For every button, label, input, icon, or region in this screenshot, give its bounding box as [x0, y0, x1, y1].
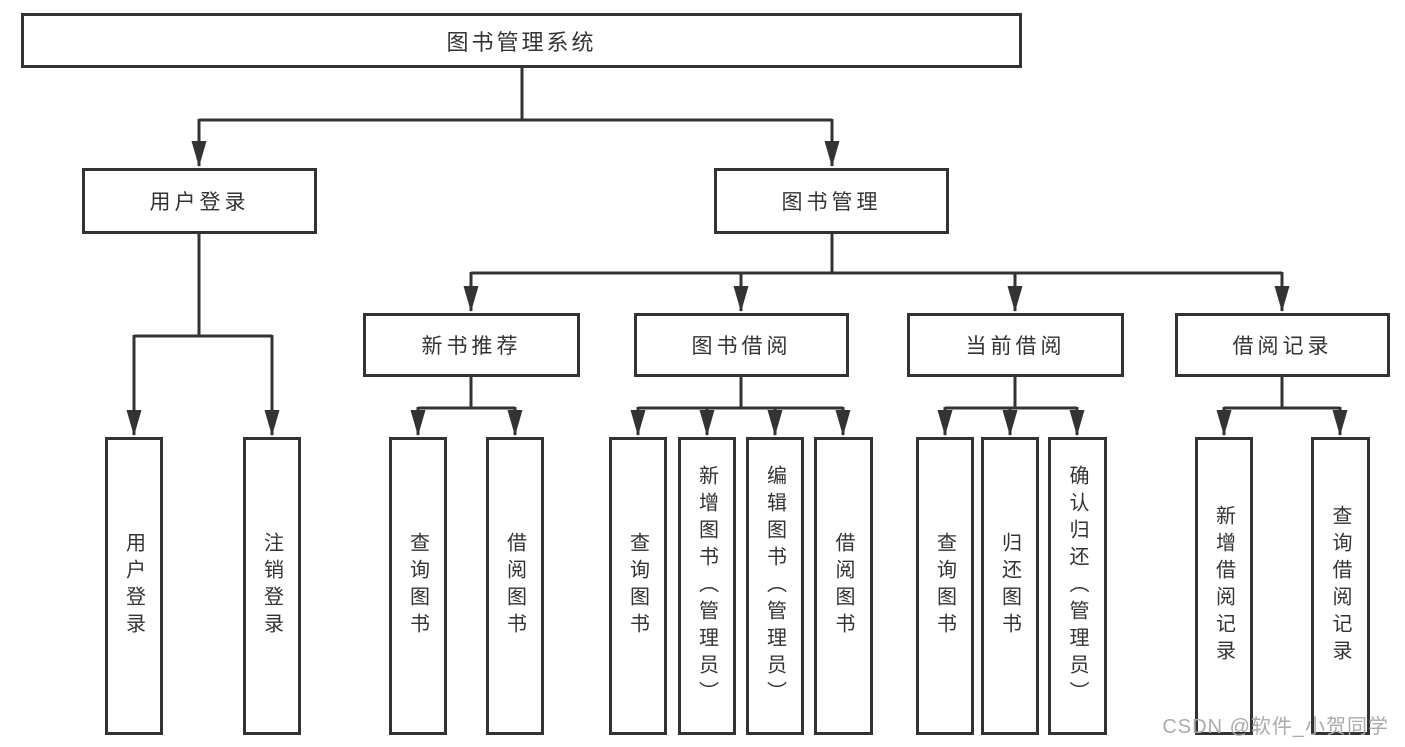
connector-new-book-rec-branch [410, 377, 523, 436]
node-new-book-rec: 新书推荐 [363, 313, 580, 377]
connector-current-borrow-branch [937, 377, 1085, 436]
connector-book-borrow-branch [630, 377, 851, 436]
leaf-cb-query-books-label: 查询图书 [933, 532, 956, 640]
leaf-logout: 注销登录 [243, 437, 301, 735]
node-current-borrow-label: 当前借阅 [965, 335, 1066, 358]
node-current-borrow: 当前借阅 [907, 313, 1124, 377]
node-borrow-record-label: 借阅记录 [1232, 335, 1333, 358]
leaf-br-query-record-label: 查询借阅记录 [1329, 505, 1351, 667]
node-root-label: 图书管理系统 [446, 29, 597, 55]
leaf-bb-add-books-admin-label: 新增图书（管理员） [695, 464, 718, 708]
node-root: 图书管理系统 [21, 13, 1022, 68]
node-borrow-record: 借阅记录 [1175, 313, 1390, 377]
node-book-mgmt-label: 图书管理 [781, 191, 882, 214]
leaf-bb-edit-books-admin-label: 编辑图书（管理员） [763, 464, 786, 708]
leaf-cb-return-books-label: 归还图书 [998, 532, 1021, 640]
node-book-borrow-label: 图书借阅 [691, 335, 792, 358]
node-user-login-label: 用户登录 [149, 191, 250, 214]
node-new-book-rec-label: 新书推荐 [421, 335, 522, 358]
node-book-borrow: 图书借阅 [634, 313, 849, 377]
node-user-login: 用户登录 [82, 168, 317, 234]
leaf-cb-confirm-return-admin: 确认归还（管理员） [1048, 437, 1107, 735]
leaf-nbr-borrow-books: 借阅图书 [486, 437, 544, 735]
leaf-bb-add-books-admin: 新增图书（管理员） [678, 437, 736, 735]
leaf-bb-borrow-books-label: 借阅图书 [832, 532, 854, 640]
leaf-bb-query-books-label: 查询图书 [626, 532, 649, 640]
leaf-cb-confirm-return-admin-label: 确认归还（管理员） [1066, 464, 1088, 708]
leaf-logout-label: 注销登录 [260, 532, 283, 640]
leaf-cb-return-books: 归还图书 [981, 437, 1039, 735]
leaf-cb-query-books: 查询图书 [916, 437, 974, 735]
leaf-bb-borrow-books: 借阅图书 [814, 437, 873, 735]
leaf-br-query-record: 查询借阅记录 [1311, 437, 1370, 735]
connector-borrow-record-branch [1216, 377, 1348, 436]
leaf-bb-edit-books-admin: 编辑图书（管理员） [746, 437, 804, 735]
connector-book-mgmt-branch [463, 234, 1290, 312]
leaf-user-login: 用户登录 [105, 437, 163, 735]
leaf-nbr-query-books-label: 查询图书 [406, 532, 429, 640]
leaf-br-add-record: 新增借阅记录 [1195, 437, 1253, 735]
leaf-nbr-query-books: 查询图书 [389, 437, 447, 735]
leaf-br-add-record-label: 新增借阅记录 [1212, 505, 1235, 667]
leaf-bb-query-books: 查询图书 [609, 437, 667, 735]
leaf-user-login-label: 用户登录 [122, 532, 145, 640]
leaf-nbr-borrow-books-label: 借阅图书 [503, 532, 526, 640]
csdn-watermark: CSDN @软件_小贺同学 [1162, 716, 1389, 738]
node-book-mgmt: 图书管理 [714, 168, 949, 234]
connector-user-login-branch [126, 234, 280, 436]
connector-root-to-level2 [191, 67, 840, 167]
